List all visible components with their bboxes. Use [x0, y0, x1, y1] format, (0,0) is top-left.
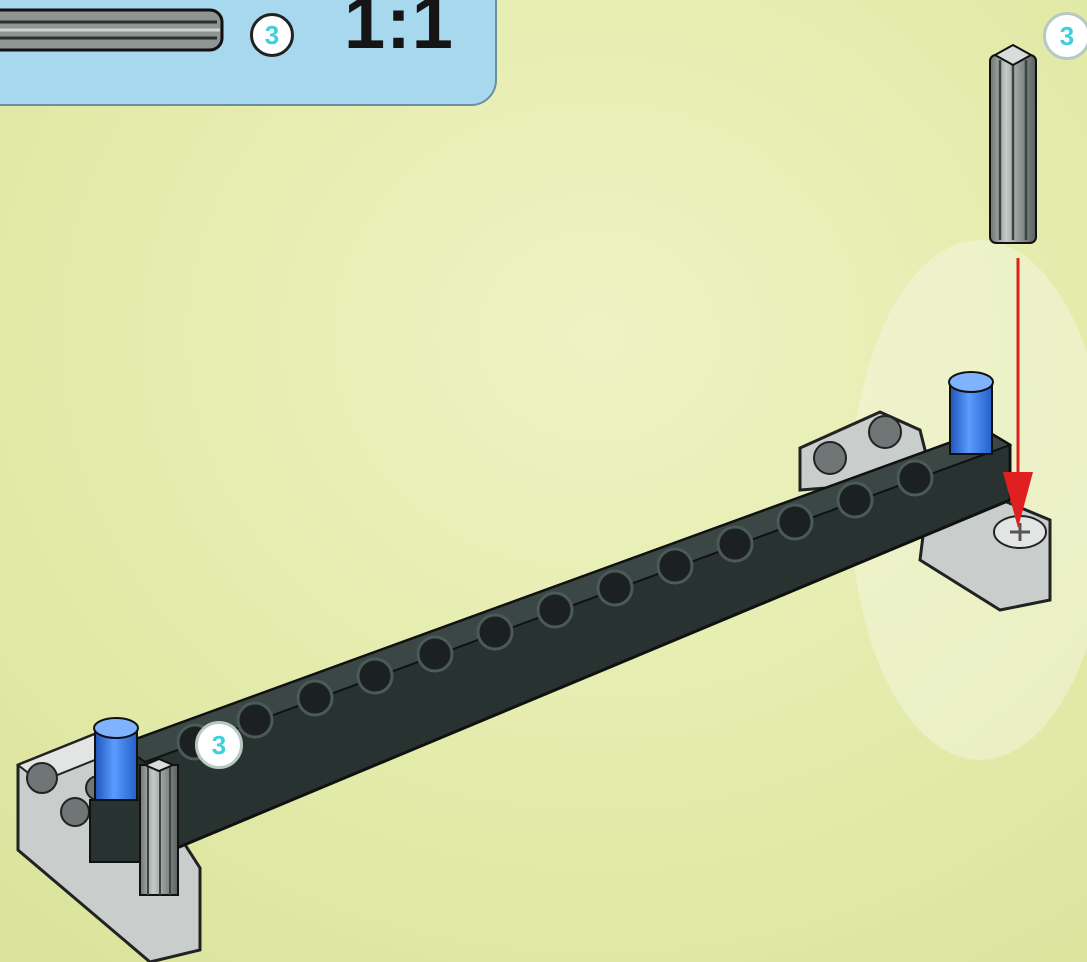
- beam-hole: [898, 461, 932, 495]
- beam-hole: [838, 483, 872, 517]
- beam-hole: [658, 549, 692, 583]
- beam-hole: [478, 615, 512, 649]
- beam-hole: [598, 571, 632, 605]
- top-right-quantity-badge: 3: [1043, 12, 1087, 60]
- beam-hole: [718, 527, 752, 561]
- right-blue-pin: [949, 372, 993, 454]
- beam-hole: [298, 681, 332, 715]
- beam-hole: [778, 505, 812, 539]
- left-quantity-badge: 3: [195, 721, 243, 769]
- part-quantity-badge: 3: [250, 13, 294, 57]
- falling-axle: [990, 45, 1036, 243]
- parts-panel: 3 1:1: [0, 0, 497, 106]
- scale-label: 1:1: [344, 0, 454, 64]
- left-axle: [140, 759, 178, 895]
- axle-icon: [0, 8, 227, 52]
- left-blue-pin: [90, 718, 142, 862]
- beam-hole: [238, 703, 272, 737]
- beam-hole: [418, 637, 452, 671]
- beam-hole: [538, 593, 572, 627]
- beam-hole: [358, 659, 392, 693]
